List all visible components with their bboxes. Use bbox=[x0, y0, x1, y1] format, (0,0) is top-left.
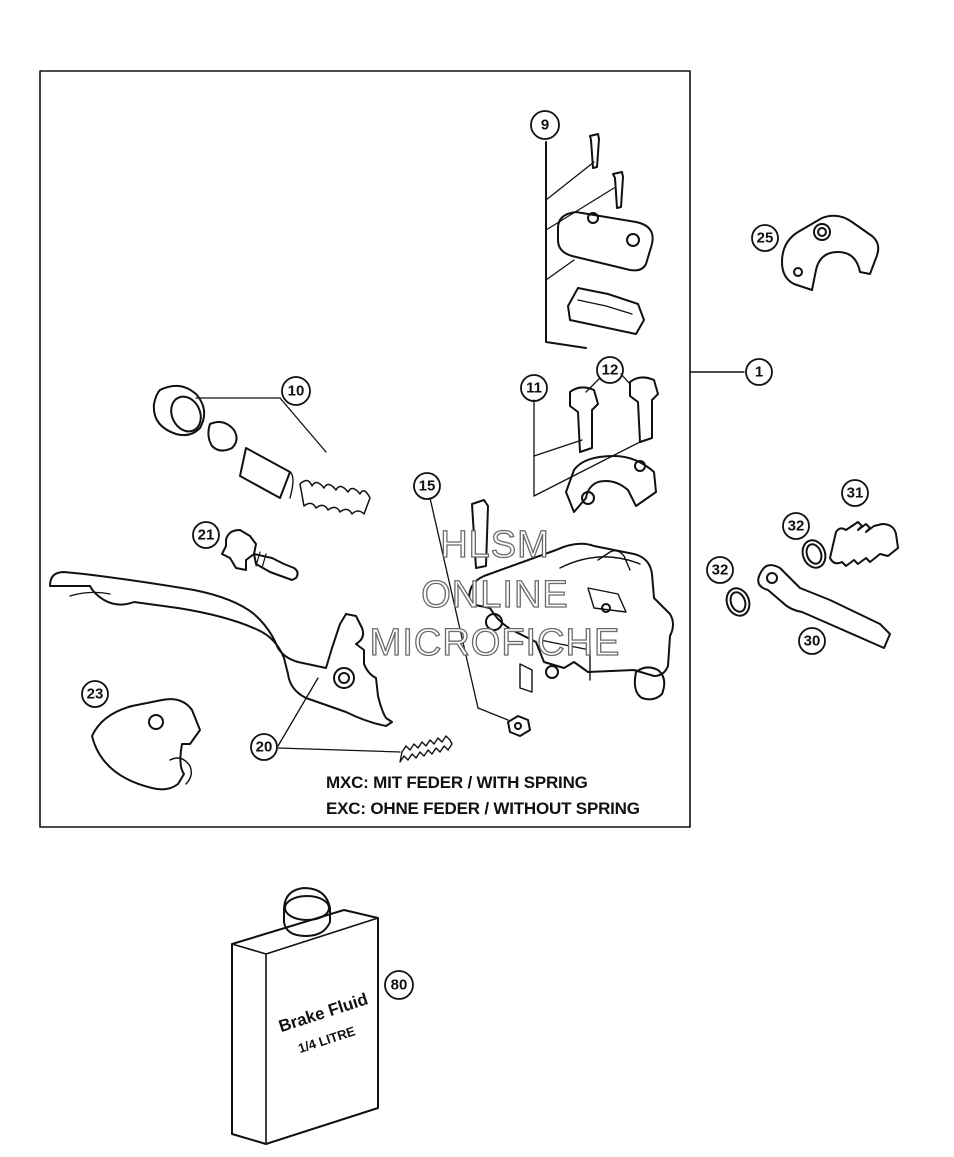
callout-10: 10 bbox=[288, 383, 305, 400]
clamp-bolts bbox=[533, 376, 659, 513]
callout-15: 15 bbox=[419, 478, 436, 495]
callout-32-upper: 32 bbox=[788, 518, 805, 535]
pivot-bolt bbox=[429, 497, 531, 737]
brake-fluid-bottle bbox=[231, 887, 379, 1145]
callout-25: 25 bbox=[757, 230, 774, 247]
handlebar-clamp bbox=[781, 214, 880, 291]
lever-guard bbox=[91, 698, 201, 791]
callout-80: 80 bbox=[391, 977, 408, 994]
callout-12: 12 bbox=[602, 362, 619, 379]
callout-30: 30 bbox=[804, 633, 821, 650]
brake-lever bbox=[49, 571, 393, 747]
master-cylinder bbox=[468, 499, 674, 701]
watermark-line2: ONLINE bbox=[421, 573, 569, 616]
piston-kit bbox=[152, 384, 371, 515]
callout-32-lower: 32 bbox=[712, 562, 729, 579]
brake-hose bbox=[725, 521, 899, 649]
callout-23: 23 bbox=[87, 686, 104, 703]
bottle-label-line1: Brake Fluid bbox=[276, 989, 370, 1036]
callout-21: 21 bbox=[198, 527, 215, 544]
note-mxc: MXC: MIT FEDER / WITH SPRING bbox=[326, 773, 588, 792]
callout-1: 1 bbox=[755, 364, 763, 381]
watermark-line1: HLSM bbox=[440, 523, 550, 566]
callout-20: 20 bbox=[256, 739, 273, 756]
callout-9: 9 bbox=[541, 117, 549, 134]
watermark-line3: MICROFICHE bbox=[369, 621, 621, 664]
callout-11: 11 bbox=[526, 380, 542, 397]
lever-spring bbox=[277, 735, 453, 763]
assembly-frame bbox=[39, 70, 691, 828]
adjuster-screw bbox=[221, 529, 299, 581]
cover-screw-group bbox=[545, 133, 654, 349]
callout-31: 31 bbox=[847, 485, 864, 502]
callout-circles bbox=[81, 110, 869, 1000]
note-exc: EXC: OHNE FEDER / WITHOUT SPRING bbox=[326, 799, 640, 818]
